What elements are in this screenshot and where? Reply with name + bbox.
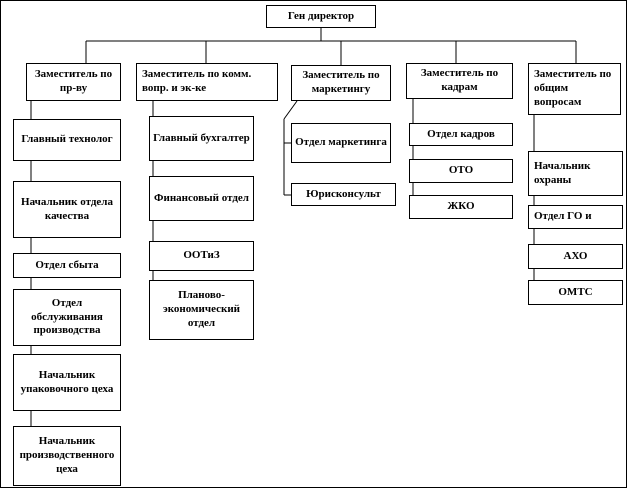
org-box-label: ОМТС xyxy=(558,285,593,298)
org-box-label: Начальник охраны xyxy=(534,159,591,186)
org-box-production-shop-head: Начальник производственного цеха xyxy=(13,426,121,486)
org-box-label: Главный технолог xyxy=(21,133,113,146)
org-box-deputy-general-affairs: Заместитель по общим вопросам xyxy=(528,63,621,115)
org-box-oto: ОТО xyxy=(409,159,513,183)
org-box-label: Начальник упаковочного цеха xyxy=(20,368,114,395)
org-box-deputy-commercial-economics: Заместитель по комм. вопр. и эк-ке xyxy=(136,63,278,101)
org-box-label: ООТиЗ xyxy=(183,249,220,262)
org-box-label: АХО xyxy=(563,249,588,262)
org-box-label: Заместитель по кадрам xyxy=(420,67,499,93)
org-box-marketing-dept: Отдел маркетинга xyxy=(291,123,391,163)
org-box-label: Начальник отдела качества xyxy=(21,195,113,222)
org-box-ootiz: ООТиЗ xyxy=(149,241,254,271)
org-box-finance-dept: Финансовый отдел xyxy=(149,176,254,221)
org-box-chief-technologist: Главный технолог xyxy=(13,119,121,161)
org-box-label: Ген директор xyxy=(287,9,355,22)
org-box-label: Начальник производственного цеха xyxy=(19,435,115,475)
org-box-label: Отдел кадров xyxy=(427,127,495,140)
org-box-quality-dept-head: Начальник отдела качества xyxy=(13,181,121,238)
org-box-civil-defense-dept: Отдел ГО и xyxy=(528,205,623,229)
org-box-label: Юрисконсульт xyxy=(306,187,381,200)
org-box-label: Планово-экономический отдел xyxy=(162,289,241,329)
org-box-label: Заместитель по комм. вопр. и эк-ке xyxy=(142,68,252,94)
org-box-label: Заместитель по общим вопросам xyxy=(534,68,612,108)
org-box-security-head: Начальник охраны xyxy=(528,151,623,196)
org-box-deputy-production: Заместитель по пр-ву xyxy=(26,63,121,101)
org-box-sales-dept: Отдел сбыта xyxy=(13,253,121,278)
org-box-deputy-hr: Заместитель по кадрам xyxy=(406,63,513,99)
org-box-label: Главный бухгалтер xyxy=(153,131,250,144)
org-box-omts: ОМТС xyxy=(528,280,623,305)
org-box-label: Заместитель по маркетингу xyxy=(302,69,380,95)
org-box-chief-accountant: Главный бухгалтер xyxy=(149,116,254,161)
org-box-label: Отдел ГО и xyxy=(534,210,592,223)
org-box-label: ОТО xyxy=(448,164,474,177)
org-box-planning-economic-dept: Планово-экономический отдел xyxy=(149,280,254,340)
org-box-legal-counsel: Юрисконсульт xyxy=(291,183,396,206)
org-box-general-director: Ген директор xyxy=(266,5,376,28)
org-box-zhko: ЖКО xyxy=(409,195,513,219)
org-box-label: ЖКО xyxy=(447,200,475,213)
org-box-label: Отдел сбыта xyxy=(35,258,99,271)
org-box-hr-dept: Отдел кадров xyxy=(409,123,513,146)
org-box-aho: АХО xyxy=(528,244,623,269)
org-box-label: Заместитель по пр-ву xyxy=(34,68,113,94)
org-box-production-service-dept: Отдел обслуживания производства xyxy=(13,289,121,346)
org-box-packaging-shop-head: Начальник упаковочного цеха xyxy=(13,354,121,411)
org-box-label: Отдел обслуживания производства xyxy=(31,296,103,337)
org-box-label: Отдел маркетинга xyxy=(295,136,387,149)
org-box-deputy-marketing: Заместитель по маркетингу xyxy=(291,65,391,101)
org-box-label: Финансовый отдел xyxy=(154,191,249,204)
